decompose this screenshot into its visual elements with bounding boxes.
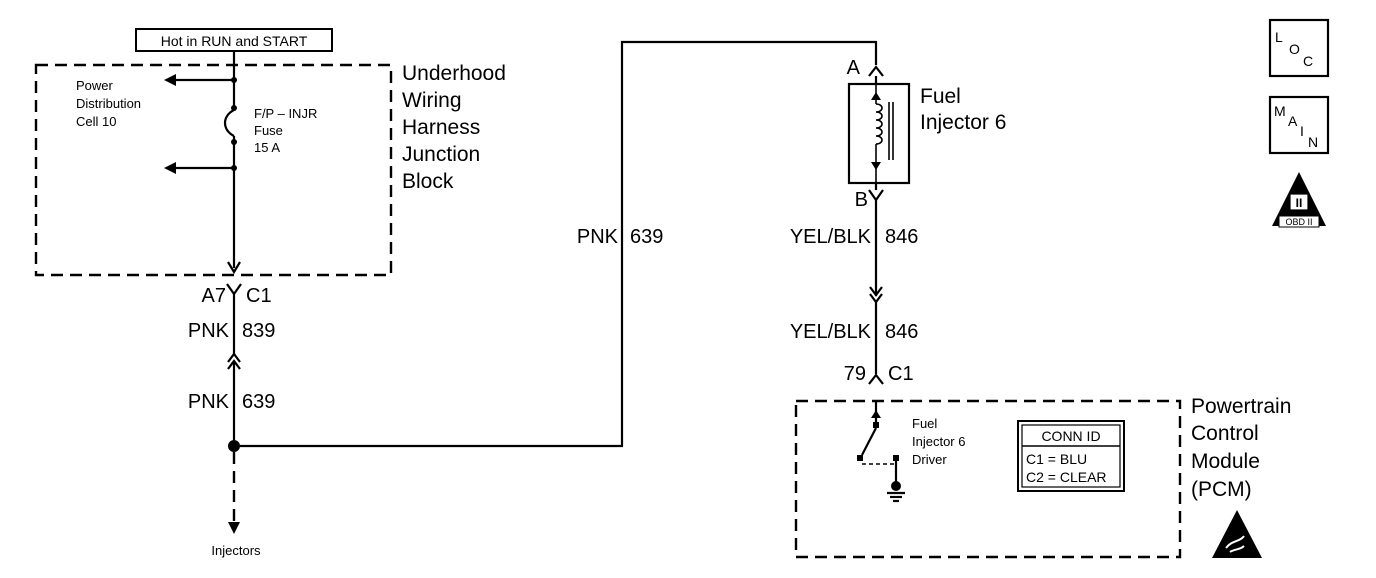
loc-icon: L O C [1268, 18, 1330, 78]
pcm-connector-id: C1 [888, 363, 914, 385]
main-letter-4: N [1308, 134, 1318, 150]
splice-node [228, 440, 240, 452]
conn-id-row-1: C1 = BLU [1026, 451, 1087, 467]
injector-name-line-2: Injector 6 [920, 111, 1006, 134]
injector-pin-a-symbol [868, 65, 884, 77]
fuse-node-b [231, 139, 237, 145]
wire1-color: PNK [188, 320, 230, 342]
injector-arrow-up [871, 92, 881, 100]
inj-wire1-number: 846 [885, 226, 918, 248]
injector-pin-b: B [855, 189, 868, 211]
driver-contact-right [893, 455, 899, 461]
connector-id-c1: C1 [246, 285, 272, 307]
obd-label: OBD II [1285, 217, 1312, 227]
fuse-line-1: F/P – INJR [254, 106, 317, 121]
inj-wire1-color: YEL/BLK [790, 226, 872, 248]
junction-name-line-1: Underhood [402, 62, 506, 85]
driver-label: Fuel Injector 6 Driver [912, 416, 965, 467]
mid-wire-color: PNK [577, 226, 619, 248]
main-letter-3: I [1300, 123, 1304, 139]
power-arrow-bottom [164, 162, 176, 174]
driver-contact-left [857, 455, 863, 461]
connector-c1-symbol [226, 283, 242, 296]
power-line-3: Cell 10 [76, 114, 116, 129]
power-line-1: Power [76, 78, 114, 93]
injector-pin-b-symbol [868, 189, 884, 202]
main-icon: M A I N [1268, 95, 1330, 155]
fuse-node-a [231, 105, 237, 111]
injector-body [847, 82, 911, 185]
bus-arrow [227, 261, 241, 275]
obd-ii-icon: II OBD II [1272, 172, 1326, 228]
pcm-outline [794, 399, 1182, 559]
wire2-number: 639 [242, 391, 275, 413]
power-arrow-top [164, 74, 176, 86]
junction-block-name: Underhood Wiring Harness Junction Block [402, 62, 506, 193]
loc-letter-1: L [1275, 29, 1283, 45]
conn-id-title: CONN ID [1041, 428, 1100, 444]
loc-letter-2: O [1289, 41, 1300, 57]
junction-name-line-3: Harness [402, 116, 480, 139]
inj-wire2-color: YEL/BLK [790, 321, 872, 343]
loc-letter-3: C [1303, 53, 1313, 69]
junction-block-outline [34, 63, 393, 277]
pcm-name-line-4: (PCM) [1191, 478, 1252, 501]
driver-line-3: Driver [912, 452, 947, 467]
driver-line-1: Fuel [912, 416, 937, 431]
wire-pnk-639-run [240, 40, 878, 448]
pcm-name: Powertrain Control Module (PCM) [1191, 395, 1291, 501]
driver-line-2: Injector 6 [912, 434, 965, 449]
power-distribution-label: Power Distribution Cell 10 [76, 78, 141, 129]
inj-wire2-number: 846 [885, 321, 918, 343]
injector-name: Fuel Injector 6 [920, 85, 1006, 134]
fuse-symbol [223, 109, 235, 137]
splice-chevron-top [227, 352, 241, 363]
hot-label-box: Hot in RUN and START [135, 28, 333, 52]
pcm-pin: 79 [844, 363, 866, 385]
main-letter-1: M [1274, 103, 1286, 119]
pcm-name-line-2: Control [1191, 422, 1259, 445]
main-letter-2: A [1288, 113, 1298, 129]
injectors-arrow [228, 522, 240, 534]
mid-wire-number: 639 [630, 226, 663, 248]
fuse-line-3: 15 A [254, 140, 280, 155]
ground-node [891, 481, 901, 491]
junction-name-line-4: Junction [402, 143, 480, 166]
driver-contact-top [873, 422, 879, 428]
injector-arrow-down [871, 162, 881, 170]
pcm-connector-symbol [868, 373, 884, 385]
esd-warning-icon [1212, 510, 1262, 558]
inline-chevron-top [869, 286, 883, 297]
wire1-number: 839 [242, 320, 275, 342]
hot-label: Hot in RUN and START [161, 33, 308, 49]
conn-id-table: CONN ID C1 = BLU C2 = CLEAR [1017, 420, 1125, 492]
junction-name-line-5: Block [402, 170, 454, 193]
injectors-label: Injectors [211, 543, 261, 558]
pcm-name-line-3: Module [1191, 450, 1260, 473]
injector-name-line-1: Fuel [920, 85, 961, 108]
fuse-line-2: Fuse [254, 123, 283, 138]
pcm-name-line-1: Powertrain [1191, 395, 1291, 418]
fuse-label: F/P – INJR Fuse 15 A [254, 106, 317, 155]
junction-name-line-2: Wiring [402, 89, 462, 112]
connector-pin-a7: A7 [202, 285, 226, 307]
power-line-2: Distribution [76, 96, 141, 111]
driver-arrow [871, 410, 881, 418]
injector-pin-a: A [847, 57, 861, 79]
obd-numeral: II [1296, 196, 1303, 210]
wire2-color: PNK [188, 391, 230, 413]
injector-coil [875, 103, 883, 145]
driver-switch-arm [861, 427, 877, 456]
conn-id-row-2: C2 = CLEAR [1026, 469, 1107, 485]
